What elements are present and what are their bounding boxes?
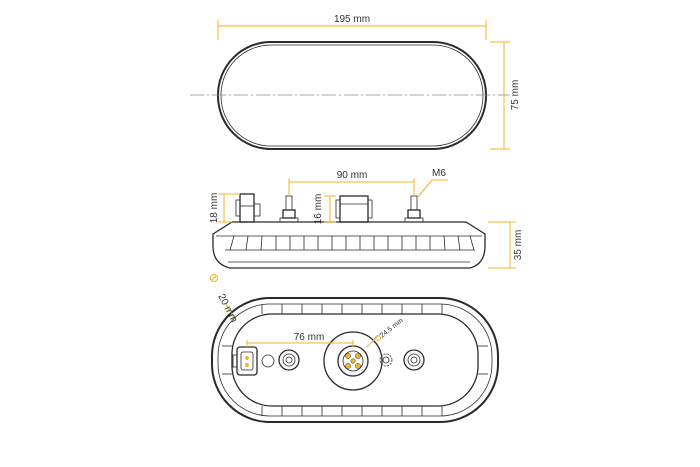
lamp-inner-outline-top xyxy=(220,44,484,147)
top-view: 195 mm 75 mm xyxy=(190,14,521,150)
connector-height-dimension: 18 mm xyxy=(209,193,240,224)
pitch-dimension: 90 mm xyxy=(288,170,415,196)
side-view: 90 mm M6 18 mm 16 mm 35 mm xyxy=(209,168,524,269)
hole-diameter-label: 24,5 mm xyxy=(379,317,405,339)
bottom-stud-right xyxy=(403,349,425,371)
thread-label: M6 xyxy=(432,168,446,179)
depth-label: 35 mm xyxy=(513,230,524,261)
bottom-center-plug xyxy=(323,331,383,391)
height-label: 75 mm xyxy=(510,80,521,111)
thread-callout: M6 xyxy=(416,168,448,199)
width-dimension: 195 mm xyxy=(217,14,487,40)
lamp-body-side xyxy=(212,221,486,269)
hole-diameter-callout: 24,5 mm xyxy=(366,317,405,348)
height-dimension: 75 mm xyxy=(490,41,521,150)
connector-height-label: 18 mm xyxy=(209,193,220,224)
bottom-inner-plate xyxy=(231,313,479,407)
stud-height-label: 16 mm xyxy=(313,194,324,225)
spacing-dimension: 76 mm xyxy=(246,332,354,347)
stud-height-dimension: 16 mm xyxy=(313,194,336,225)
bottom-stud-left xyxy=(278,349,300,371)
plug-diameter-callout: 20 mm xyxy=(210,274,239,324)
lamp-outline-top xyxy=(217,41,487,150)
side-stud-left xyxy=(279,195,299,223)
lamp-outline-bottom xyxy=(211,297,499,423)
width-label: 195 mm xyxy=(334,14,370,25)
side-center-plug xyxy=(335,195,373,223)
depth-dimension: 35 mm xyxy=(488,221,524,269)
bottom-view: 76 mm 24,5 mm 20 mm xyxy=(210,274,499,423)
bottom-ribs xyxy=(222,304,488,416)
side-ribs xyxy=(229,235,475,251)
pitch-label: 90 mm xyxy=(337,170,368,181)
bottom-connector xyxy=(232,346,275,376)
bottom-vent xyxy=(379,353,393,367)
side-connector xyxy=(235,193,261,223)
spacing-label: 76 mm xyxy=(294,332,325,343)
side-stud-right xyxy=(404,195,424,223)
